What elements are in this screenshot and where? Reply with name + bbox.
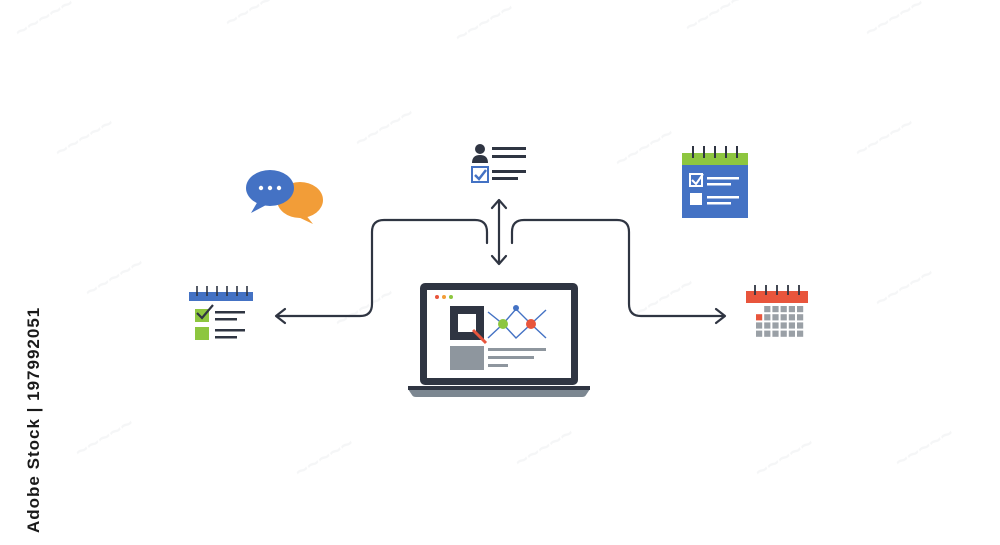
calendar-day-cell (772, 314, 779, 321)
svg-text:~~~~~: ~~~~~ (80, 250, 148, 304)
chat-bubbles-icon (246, 170, 323, 224)
svg-text:~~~~~: ~~~~~ (680, 0, 748, 39)
calendar-day-cell (797, 322, 804, 329)
left-connector (275, 218, 489, 318)
calendar-day-cell (788, 306, 795, 313)
calendar-day-cell (756, 322, 763, 329)
watermark-image-number: 197992051 (24, 306, 43, 401)
calendar-day-cell (780, 330, 787, 337)
svg-text:~~~~~: ~~~~~ (850, 110, 918, 164)
calendar-day-cell (764, 322, 771, 329)
calendar-day-cell (764, 330, 771, 337)
watermark-pattern: ~~~~~ ~~~~~ ~~~~~ ~~~~~ ~~~~~ ~~~~~ ~~~~… (10, 0, 958, 484)
calendar-day-cell (772, 330, 779, 337)
connector-lines (274, 198, 727, 325)
user-profile-checklist-icon (471, 144, 526, 183)
watermark-separator: | (24, 406, 43, 413)
svg-text:~~~~~: ~~~~~ (330, 280, 398, 334)
red-calendar-grid-icon (746, 285, 808, 337)
right-arrowhead (714, 307, 727, 325)
svg-text:~~~~~: ~~~~~ (510, 420, 578, 474)
calendar-day-cell (780, 314, 787, 321)
calendar-day-cell (764, 306, 771, 313)
calendar-day-cell (756, 314, 763, 321)
svg-text:~~~~~: ~~~~~ (70, 410, 138, 464)
calendar-day-cell (788, 330, 795, 337)
calendar-day-cell (780, 306, 787, 313)
stock-watermark-id: Adobe Stock | 197992051 (24, 0, 44, 545)
svg-text:~~~~~: ~~~~~ (890, 420, 958, 474)
watermark-brand: Adobe Stock (24, 418, 43, 533)
calendar-day-cell (788, 314, 795, 321)
down-arrowhead (490, 254, 508, 266)
svg-text:~~~~~: ~~~~~ (610, 120, 678, 174)
svg-text:~~~~~: ~~~~~ (450, 0, 518, 49)
right-connector (510, 218, 726, 318)
calendar-day-cell (797, 330, 804, 337)
up-arrowhead (490, 198, 508, 210)
calendar-day-cell (764, 314, 771, 321)
left-arrowhead (274, 307, 287, 325)
svg-text:~~~~~: ~~~~~ (220, 0, 288, 34)
calendar-day-cell (780, 322, 787, 329)
svg-text:~~~~~: ~~~~~ (860, 0, 928, 44)
svg-text:~~~~~: ~~~~~ (750, 430, 818, 484)
calendar-day-cell (772, 306, 779, 313)
calendar-day-cell (797, 306, 804, 313)
calendar-day-cell (756, 330, 763, 337)
calendar-day-cell (772, 322, 779, 329)
calendar-day-cell (797, 314, 804, 321)
svg-text:~~~~~: ~~~~~ (350, 100, 418, 154)
calendar-day-cell (788, 322, 795, 329)
svg-text:~~~~~: ~~~~~ (50, 110, 118, 164)
svg-text:~~~~~: ~~~~~ (290, 430, 358, 484)
svg-text:~~~~~: ~~~~~ (870, 260, 938, 314)
svg-text:~~~~~: ~~~~~ (10, 0, 78, 44)
laptop-icon (408, 283, 590, 397)
checklist-notepad-icon (189, 286, 253, 340)
blue-checklist-calendar-icon (682, 146, 748, 218)
